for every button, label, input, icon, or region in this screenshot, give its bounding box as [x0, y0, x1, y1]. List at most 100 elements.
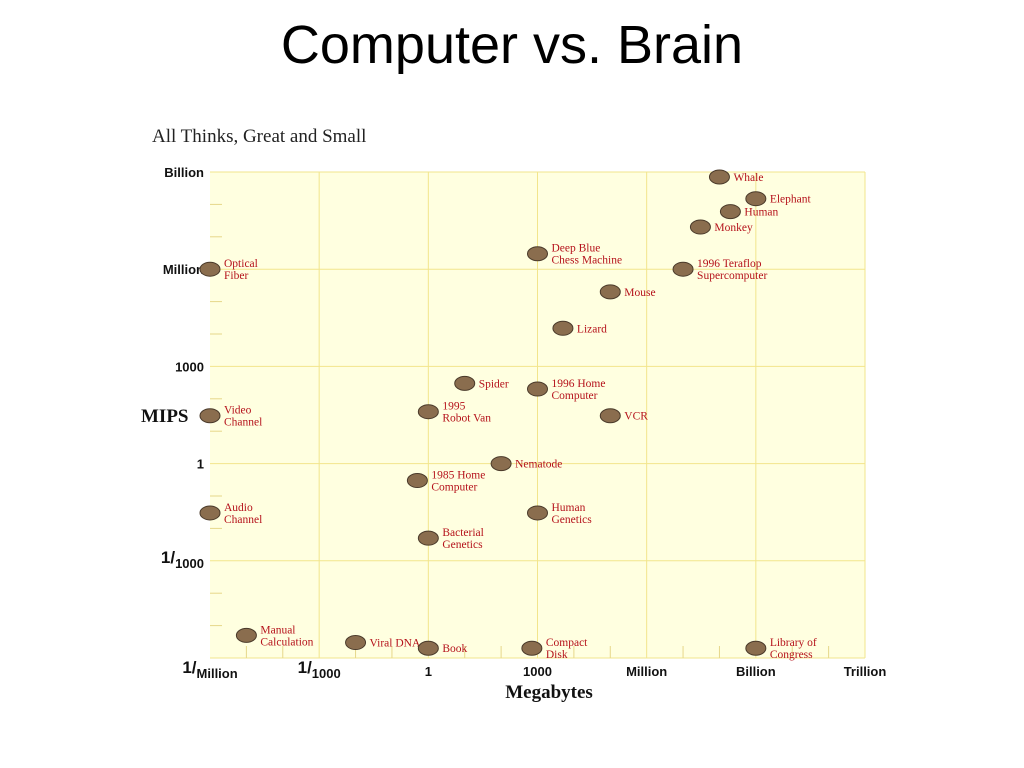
point-label-line: Calculation	[260, 636, 313, 648]
compact-disk-icon	[521, 640, 543, 656]
point-label-line: Library of	[770, 637, 817, 649]
point-label-line: 1985 Home	[431, 470, 485, 482]
point-label-line: Bacterial	[442, 527, 484, 539]
point-label: Human	[744, 207, 778, 219]
data-point: Whale	[708, 169, 763, 185]
home-computer-1985-icon	[406, 473, 428, 489]
point-label-line: Computer	[552, 390, 598, 402]
point-label: Mouse	[624, 287, 655, 299]
point-label: Spider	[479, 378, 509, 390]
y-tick-label: Billion	[164, 165, 204, 180]
data-point: Spider	[454, 375, 509, 391]
x-tick-label: 1000	[523, 664, 552, 679]
point-label-line: Chess Machine	[552, 255, 623, 267]
point-label: Lizard	[577, 323, 607, 335]
point-label-line: 1995	[442, 401, 465, 413]
whale-icon	[708, 169, 730, 185]
tick-denominator: 1000	[312, 666, 341, 681]
point-label-line: Video	[224, 405, 252, 417]
point-label-line: Spider	[479, 378, 509, 390]
x-tick-label: Million	[626, 664, 667, 679]
point-label-line: Deep Blue	[552, 243, 601, 255]
manual-calculation-icon	[235, 627, 257, 643]
data-point: Monkey	[689, 219, 753, 235]
point-label: Viral DNA	[370, 638, 421, 650]
data-point: Book	[417, 640, 468, 656]
point-label-line: VCR	[624, 411, 648, 423]
supercomputer-icon	[672, 261, 694, 277]
video-channel-icon	[199, 408, 221, 424]
y-tick-label: 1/1000	[161, 548, 204, 571]
point-label: Book	[442, 643, 467, 655]
point-label-line: Computer	[431, 482, 477, 494]
x-axis-label: Megabytes	[505, 682, 593, 703]
elephant-icon	[745, 191, 767, 207]
tick-slash: /	[170, 548, 175, 567]
chart-title: All Thinks, Great and Small	[152, 126, 366, 147]
point-label-line: Audio	[224, 502, 253, 514]
point-label-line: Human	[744, 207, 778, 219]
human-genetics-icon	[527, 505, 548, 521]
point-label: Nematode	[515, 459, 562, 471]
point-label-line: Mouse	[624, 287, 655, 299]
point-label-line: Robot Van	[442, 413, 491, 425]
nematode-icon	[490, 456, 512, 472]
point-label-line: Disk	[546, 649, 568, 661]
tick-slash: /	[192, 658, 197, 677]
data-point: VCR	[599, 408, 648, 424]
tick-numerator: 1	[182, 658, 191, 677]
point-label: Whale	[733, 172, 763, 184]
point-label-line: Viral DNA	[370, 638, 421, 650]
audio-channel-icon	[199, 505, 221, 521]
point-label-line: Channel	[224, 417, 262, 429]
data-point: Nematode	[490, 456, 562, 472]
deep-blue-icon	[527, 246, 548, 262]
point-label: Elephant	[770, 194, 812, 206]
data-point: Mouse	[599, 284, 656, 300]
y-tick-label: Million	[163, 262, 204, 277]
mouse-icon	[599, 284, 621, 300]
point-label-line: Human	[552, 502, 586, 514]
point-label-line: Fiber	[224, 270, 248, 282]
lizard-icon	[552, 320, 574, 336]
vcr-icon	[599, 408, 621, 424]
spider-icon	[454, 375, 476, 391]
tick-denominator: Million	[197, 666, 238, 681]
data-point: Elephant	[745, 191, 812, 207]
y-tick-label: 1000	[175, 359, 204, 374]
tick-numerator: 1	[298, 658, 307, 677]
point-label-line: Congress	[770, 649, 813, 661]
home-computer-1996-icon	[527, 381, 548, 397]
grid	[210, 171, 866, 659]
human-icon	[719, 204, 741, 220]
y-axis-label: MIPS	[141, 406, 189, 427]
point-label-line: Supercomputer	[697, 270, 767, 282]
viral-dna-icon	[345, 635, 367, 651]
point-label: Monkey	[714, 222, 753, 234]
point-label-line: Lizard	[577, 323, 607, 335]
data-point: Human	[719, 204, 779, 220]
